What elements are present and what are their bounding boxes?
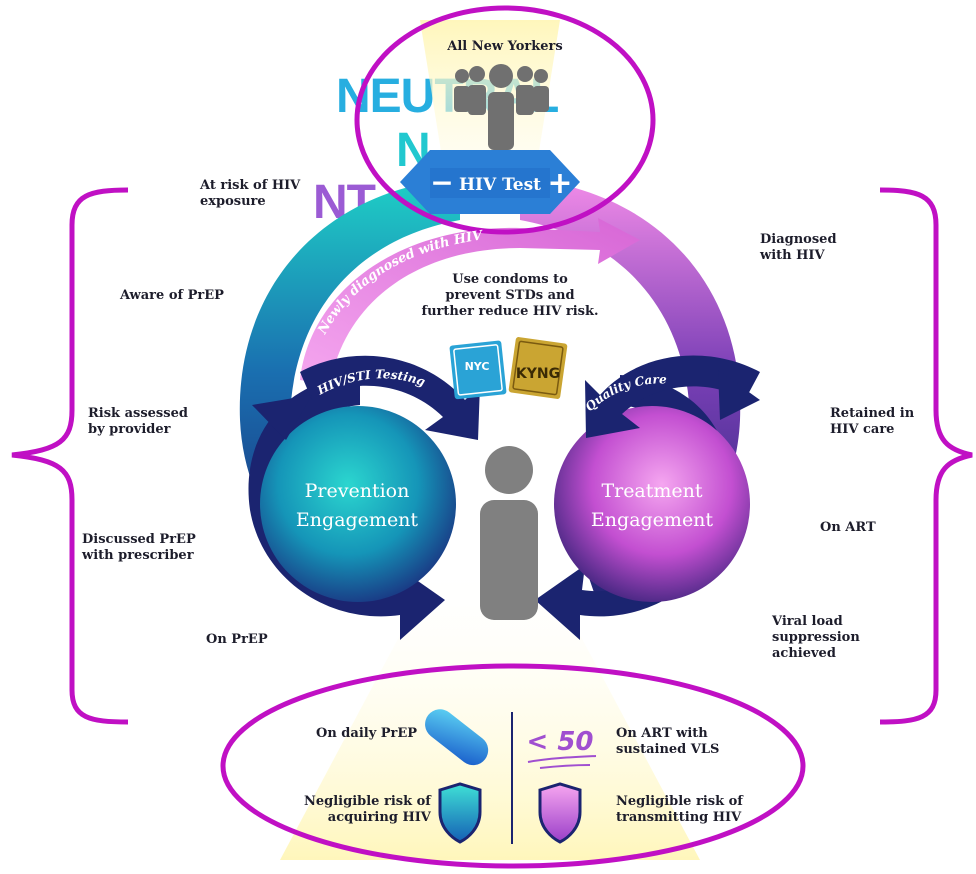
right-bracket	[879, 187, 973, 725]
right-step-vls: Viral load suppression achieved	[772, 614, 860, 661]
treatment-title-2: Engagement	[591, 509, 714, 531]
treatment-arrow-top	[585, 355, 760, 438]
condom-pack-nyc	[449, 340, 507, 400]
treatment-circle	[554, 406, 750, 602]
newly-diagnosed-arc	[300, 218, 640, 385]
bottom-highlight-ellipse	[220, 663, 806, 869]
left-step-on-prep: On PrEP	[206, 632, 268, 647]
person-icon	[480, 446, 538, 620]
prevention-title-2: Engagement	[296, 509, 419, 531]
right-step-on-art: On ART	[820, 520, 876, 535]
left-step-risk-assessed: Risk assessed by provider	[88, 406, 188, 437]
prevention-circle	[260, 406, 456, 602]
shield-pink-icon	[538, 782, 582, 844]
vl-underline-2	[539, 764, 591, 769]
condom-pack-kyng	[508, 337, 568, 399]
bottom-risk-transmitting: Negligible risk of transmitting HIV	[616, 794, 743, 825]
prevention-title-1: Prevention	[305, 480, 410, 502]
condom-brand-kyng: KYNG	[516, 366, 560, 382]
prevention-arrow-top	[300, 355, 480, 440]
pill-icon	[425, 709, 489, 766]
left-step-at-risk: At risk of HIV exposure	[200, 178, 301, 209]
hiv-test-minus: −	[430, 166, 453, 199]
all-new-yorkers-label: All New Yorkers	[446, 39, 562, 54]
hiv-test-plus: +	[547, 166, 572, 201]
top-highlight-ellipse	[354, 5, 656, 235]
bottom-on-daily-prep: On daily PrEP	[316, 726, 418, 741]
left-bracket	[11, 187, 129, 725]
hiv-test-label: HIV Test	[459, 175, 541, 195]
treatment-title-1: Treatment	[601, 480, 702, 502]
prevention-arrowhead-left	[252, 395, 312, 440]
left-step-aware: Aware of PrEP	[120, 288, 224, 303]
right-step-diagnosed: Diagnosed with HIV	[760, 232, 837, 263]
bottom-glow	[280, 560, 700, 860]
condom-message: Use condoms to prevent STDs and further …	[421, 272, 599, 319]
people-group-icon	[454, 64, 549, 150]
viral-load-threshold: < 50	[526, 727, 593, 757]
condom-brand-nyc: NYC	[465, 360, 490, 373]
vl-underline	[527, 755, 597, 763]
bottom-risk-acquiring: Negligible risk of acquiring HIV	[304, 794, 431, 825]
treatment-arrowhead-right	[718, 370, 760, 420]
hiv-test-bar-shade	[430, 168, 550, 198]
hiv-test-bar	[400, 150, 580, 214]
shield-teal-icon	[438, 782, 482, 844]
right-step-retained: Retained in HIV care	[830, 406, 915, 437]
left-step-discussed: Discussed PrEP with prescriber	[82, 532, 196, 563]
bottom-on-art-vls: On ART with sustained VLS	[616, 726, 720, 757]
